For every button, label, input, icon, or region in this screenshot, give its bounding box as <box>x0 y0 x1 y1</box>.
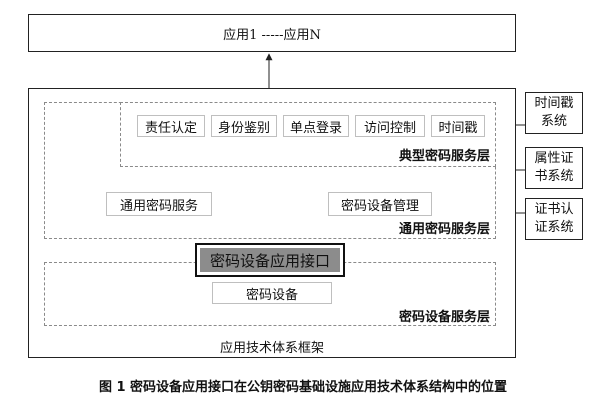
general-layer-label: 通用密码服务层 <box>398 222 490 237</box>
framework-label: 应用技术体系框架 <box>219 340 324 356</box>
general-layer-label-wrap: 通用密码服务层 <box>300 218 490 237</box>
device-interface-box: 密码设备应用接口 <box>200 248 340 272</box>
service-device-management: 密码设备管理 <box>328 192 432 216</box>
service-general-crypto: 通用密码服务 <box>106 192 212 216</box>
typical-layer-label: 典型密码服务层 <box>398 149 490 164</box>
device-layer-label-wrap: 密码设备服务层 <box>300 306 490 325</box>
service-single-sign-on: 单点登录 <box>283 115 349 137</box>
service-identity-auth: 身份鉴别 <box>211 115 277 137</box>
service-access-control: 访问控制 <box>355 115 425 137</box>
figure-caption-wrap: 图 1 密码设备应用接口在公钥密码基础设施应用技术体系结构中的位置 <box>0 374 606 396</box>
applications-label: 应用1 -----应用N <box>223 27 321 43</box>
cert-auth-system-box: 证书认 证系统 <box>525 198 583 240</box>
service-timestamp: 时间戳 <box>431 115 485 137</box>
crypto-device-box: 密码设备 <box>212 282 332 304</box>
framework-label-wrap: 应用技术体系框架 <box>28 337 516 356</box>
timestamp-system-box: 时间戳 系统 <box>525 92 583 134</box>
device-interface-label: 密码设备应用接口 <box>209 251 330 270</box>
attribute-cert-system-box: 属性证 书系统 <box>525 147 583 189</box>
typical-layer-label-wrap: 典型密码服务层 <box>300 145 490 164</box>
applications-box: 应用1 -----应用N <box>28 14 516 52</box>
figure-caption: 图 1 密码设备应用接口在公钥密码基础设施应用技术体系结构中的位置 <box>98 379 508 395</box>
service-accountability: 责任认定 <box>137 115 205 137</box>
device-interface-frame: 密码设备应用接口 <box>195 243 345 277</box>
device-layer-label: 密码设备服务层 <box>398 310 490 325</box>
